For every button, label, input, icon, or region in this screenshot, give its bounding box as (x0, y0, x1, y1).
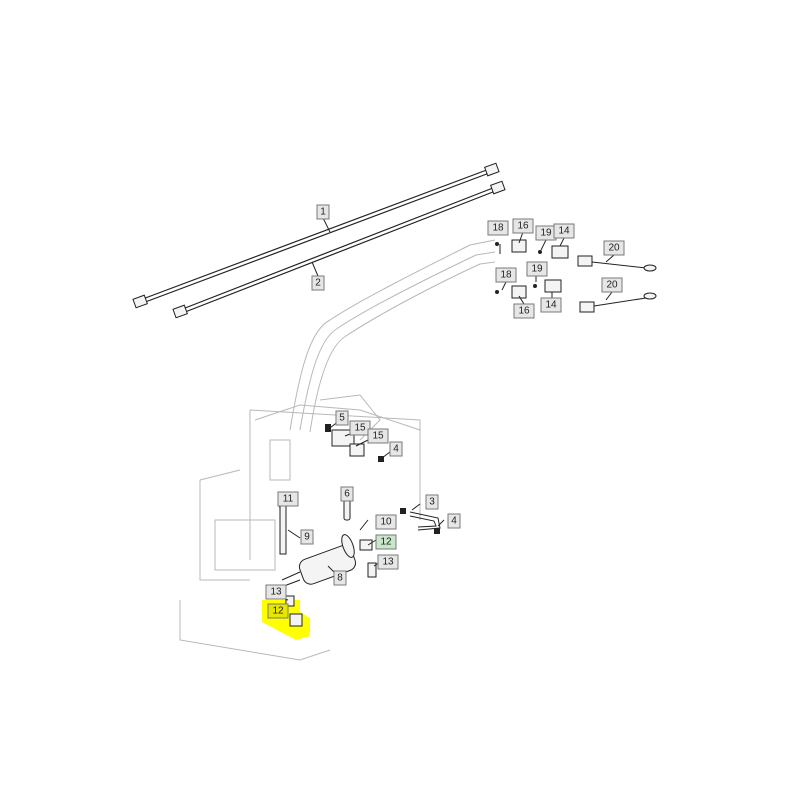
callout-8-label: 8 (337, 573, 343, 584)
fitting-12-lower (289, 613, 303, 627)
callout-19-label: 20 (608, 243, 620, 254)
callout-17-upper-label: 18 (492, 223, 504, 234)
callout-9-label: 9 (304, 532, 310, 543)
hose-1 (132, 162, 500, 309)
callout-6[interactable]: 6 (340, 486, 354, 502)
callout-15-b[interactable]: 15 (367, 428, 389, 444)
callout-1-label: 1 (320, 207, 326, 218)
callout-12-lower[interactable]: 12 (267, 603, 289, 619)
callout-14-lower[interactable]: 14 (540, 297, 562, 313)
callout-4-upper[interactable]: 4 (389, 441, 403, 457)
callout-13-lower-label: 13 (270, 587, 282, 598)
callout-20-label: 20 (606, 280, 618, 291)
callout-16-upper-label: 16 (517, 221, 529, 232)
callout-13-lower[interactable]: 13 (265, 584, 287, 600)
hose-2 (172, 180, 506, 319)
cylinder-8 (281, 534, 357, 587)
callout-1[interactable]: 1 (316, 204, 330, 220)
callout-12-upper[interactable]: 12 (375, 534, 397, 550)
pipe-3 (400, 508, 441, 534)
callout-9[interactable]: 9 (300, 529, 314, 545)
callout-17-lower-label: 18 (500, 270, 512, 281)
callout-16-lower-label: 16 (518, 306, 530, 317)
callout-19[interactable]: 20 (603, 240, 625, 256)
callout-15-a-label: 15 (354, 423, 366, 434)
callout-20[interactable]: 20 (601, 277, 623, 293)
callout-4-upper-label: 4 (393, 444, 399, 455)
callout-4-lower[interactable]: 4 (447, 513, 461, 529)
callout-15-a[interactable]: 15 (349, 420, 371, 436)
callout-14-upper[interactable]: 14 (553, 223, 575, 239)
callout-2[interactable]: 2 (311, 275, 325, 291)
callout-4-lower-label: 4 (451, 516, 457, 527)
callout-6-label: 6 (344, 489, 350, 500)
callout-12-upper-label: 12 (380, 537, 392, 548)
callout-17-lower[interactable]: 18 (495, 267, 517, 283)
callout-2-label: 2 (315, 278, 321, 289)
callout-18-upper-label: 19 (540, 228, 552, 239)
callout-13-upper[interactable]: 13 (377, 554, 399, 570)
pin-6 (343, 499, 351, 521)
callout-11-label: 11 (283, 494, 294, 505)
callout-5[interactable]: 5 (335, 410, 349, 426)
callout-17-upper[interactable]: 18 (487, 220, 509, 236)
callout-10[interactable]: 10 (375, 514, 397, 530)
callout-8[interactable]: 8 (333, 570, 347, 586)
callout-16-upper[interactable]: 16 (512, 218, 534, 234)
callout-11[interactable]: 11 (277, 491, 299, 507)
rod-11 (279, 505, 287, 555)
callout-5-label: 5 (339, 413, 345, 424)
callout-3[interactable]: 3 (425, 494, 439, 510)
callout-10-label: 10 (380, 517, 392, 528)
callout-18-lower-label: 19 (531, 264, 543, 275)
callout-12-lower-label: 12 (272, 606, 284, 617)
callout-14-upper-label: 14 (558, 226, 570, 237)
fitting-13-upper (367, 562, 377, 578)
couplers (495, 239, 657, 313)
callout-18-upper[interactable]: 19 (535, 225, 557, 241)
callouts: 1 2 18 16 19 14 20 18 19 14 16 20 5 15 1… (265, 204, 625, 619)
callout-15-b-label: 15 (372, 431, 384, 442)
machine-outline (179, 239, 496, 661)
fitting-12-upper (359, 539, 373, 551)
leader-lines (275, 217, 615, 601)
callout-14-lower-label: 14 (545, 300, 557, 311)
callout-16-lower[interactable]: 16 (513, 303, 535, 319)
bracket-15 (325, 424, 384, 462)
callout-18-lower[interactable]: 19 (526, 261, 548, 277)
callout-3-label: 3 (429, 497, 435, 508)
callout-13-upper-label: 13 (382, 557, 394, 568)
fitting-13-lower (285, 595, 295, 607)
